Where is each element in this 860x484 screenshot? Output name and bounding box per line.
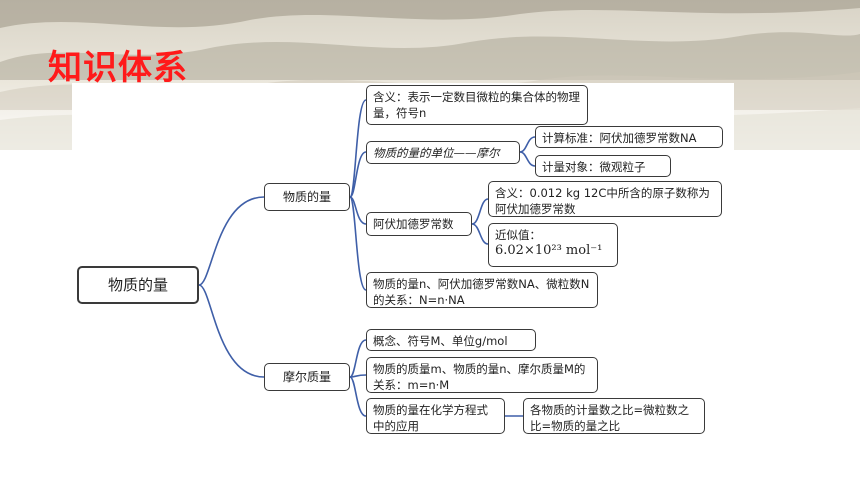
branch-node-amount: 物质的量 <box>264 183 350 211</box>
calc-object-node: 计量对象：微观粒子 <box>535 155 671 177</box>
page-title: 知识体系 <box>48 48 188 88</box>
avogadro-definition-node: 含义：0.012 kg 12C中所含的原子数称为阿伏加德罗常数 <box>488 181 722 217</box>
relation-n-node: 物质的量n、阿伏加德罗常数NA、微粒数N的关系：N=n·NA <box>366 272 598 308</box>
equation-application-node: 物质的量在化学方程式中的应用 <box>366 398 505 434</box>
concept-m-node: 概念、符号M、单位g/mol <box>366 329 536 351</box>
root-node: 物质的量 <box>77 266 199 304</box>
branch-node-molar-mass: 摩尔质量 <box>264 363 350 391</box>
approx-label: 近似值： <box>495 228 541 242</box>
avogadro-node: 阿伏加德罗常数 <box>366 212 472 236</box>
definition-node: 含义：表示一定数目微粒的集合体的物理量，符号n <box>366 85 588 125</box>
calc-standard-node: 计算标准：阿伏加德罗常数NA <box>535 126 723 148</box>
ratio-node: 各物质的计量数之比=微粒数之比=物质的量之比 <box>523 398 705 434</box>
approx-value: 6.02×10²³ mol⁻¹ <box>495 243 603 258</box>
approx-value-node: 近似值： 6.02×10²³ mol⁻¹ <box>488 223 618 267</box>
unit-mole-node: 物质的量的单位——摩尔 <box>366 141 520 164</box>
relation-m-node: 物质的质量m、物质的量n、摩尔质量M的关系：m=n·M <box>366 357 598 393</box>
